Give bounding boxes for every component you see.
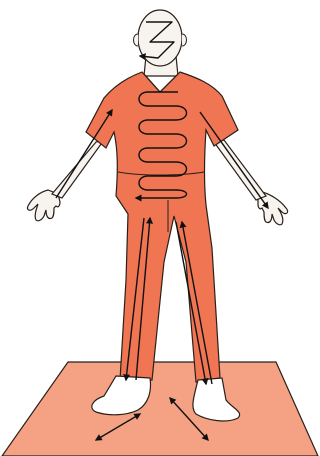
left-arm-arrow bbox=[56, 110, 112, 198]
floor-mat bbox=[2, 362, 318, 456]
right-ear bbox=[182, 34, 187, 46]
coverall bbox=[86, 72, 238, 382]
right-forearm bbox=[214, 140, 266, 200]
left-forearm bbox=[52, 140, 104, 198]
head bbox=[138, 10, 182, 66]
left-ear bbox=[134, 34, 139, 46]
